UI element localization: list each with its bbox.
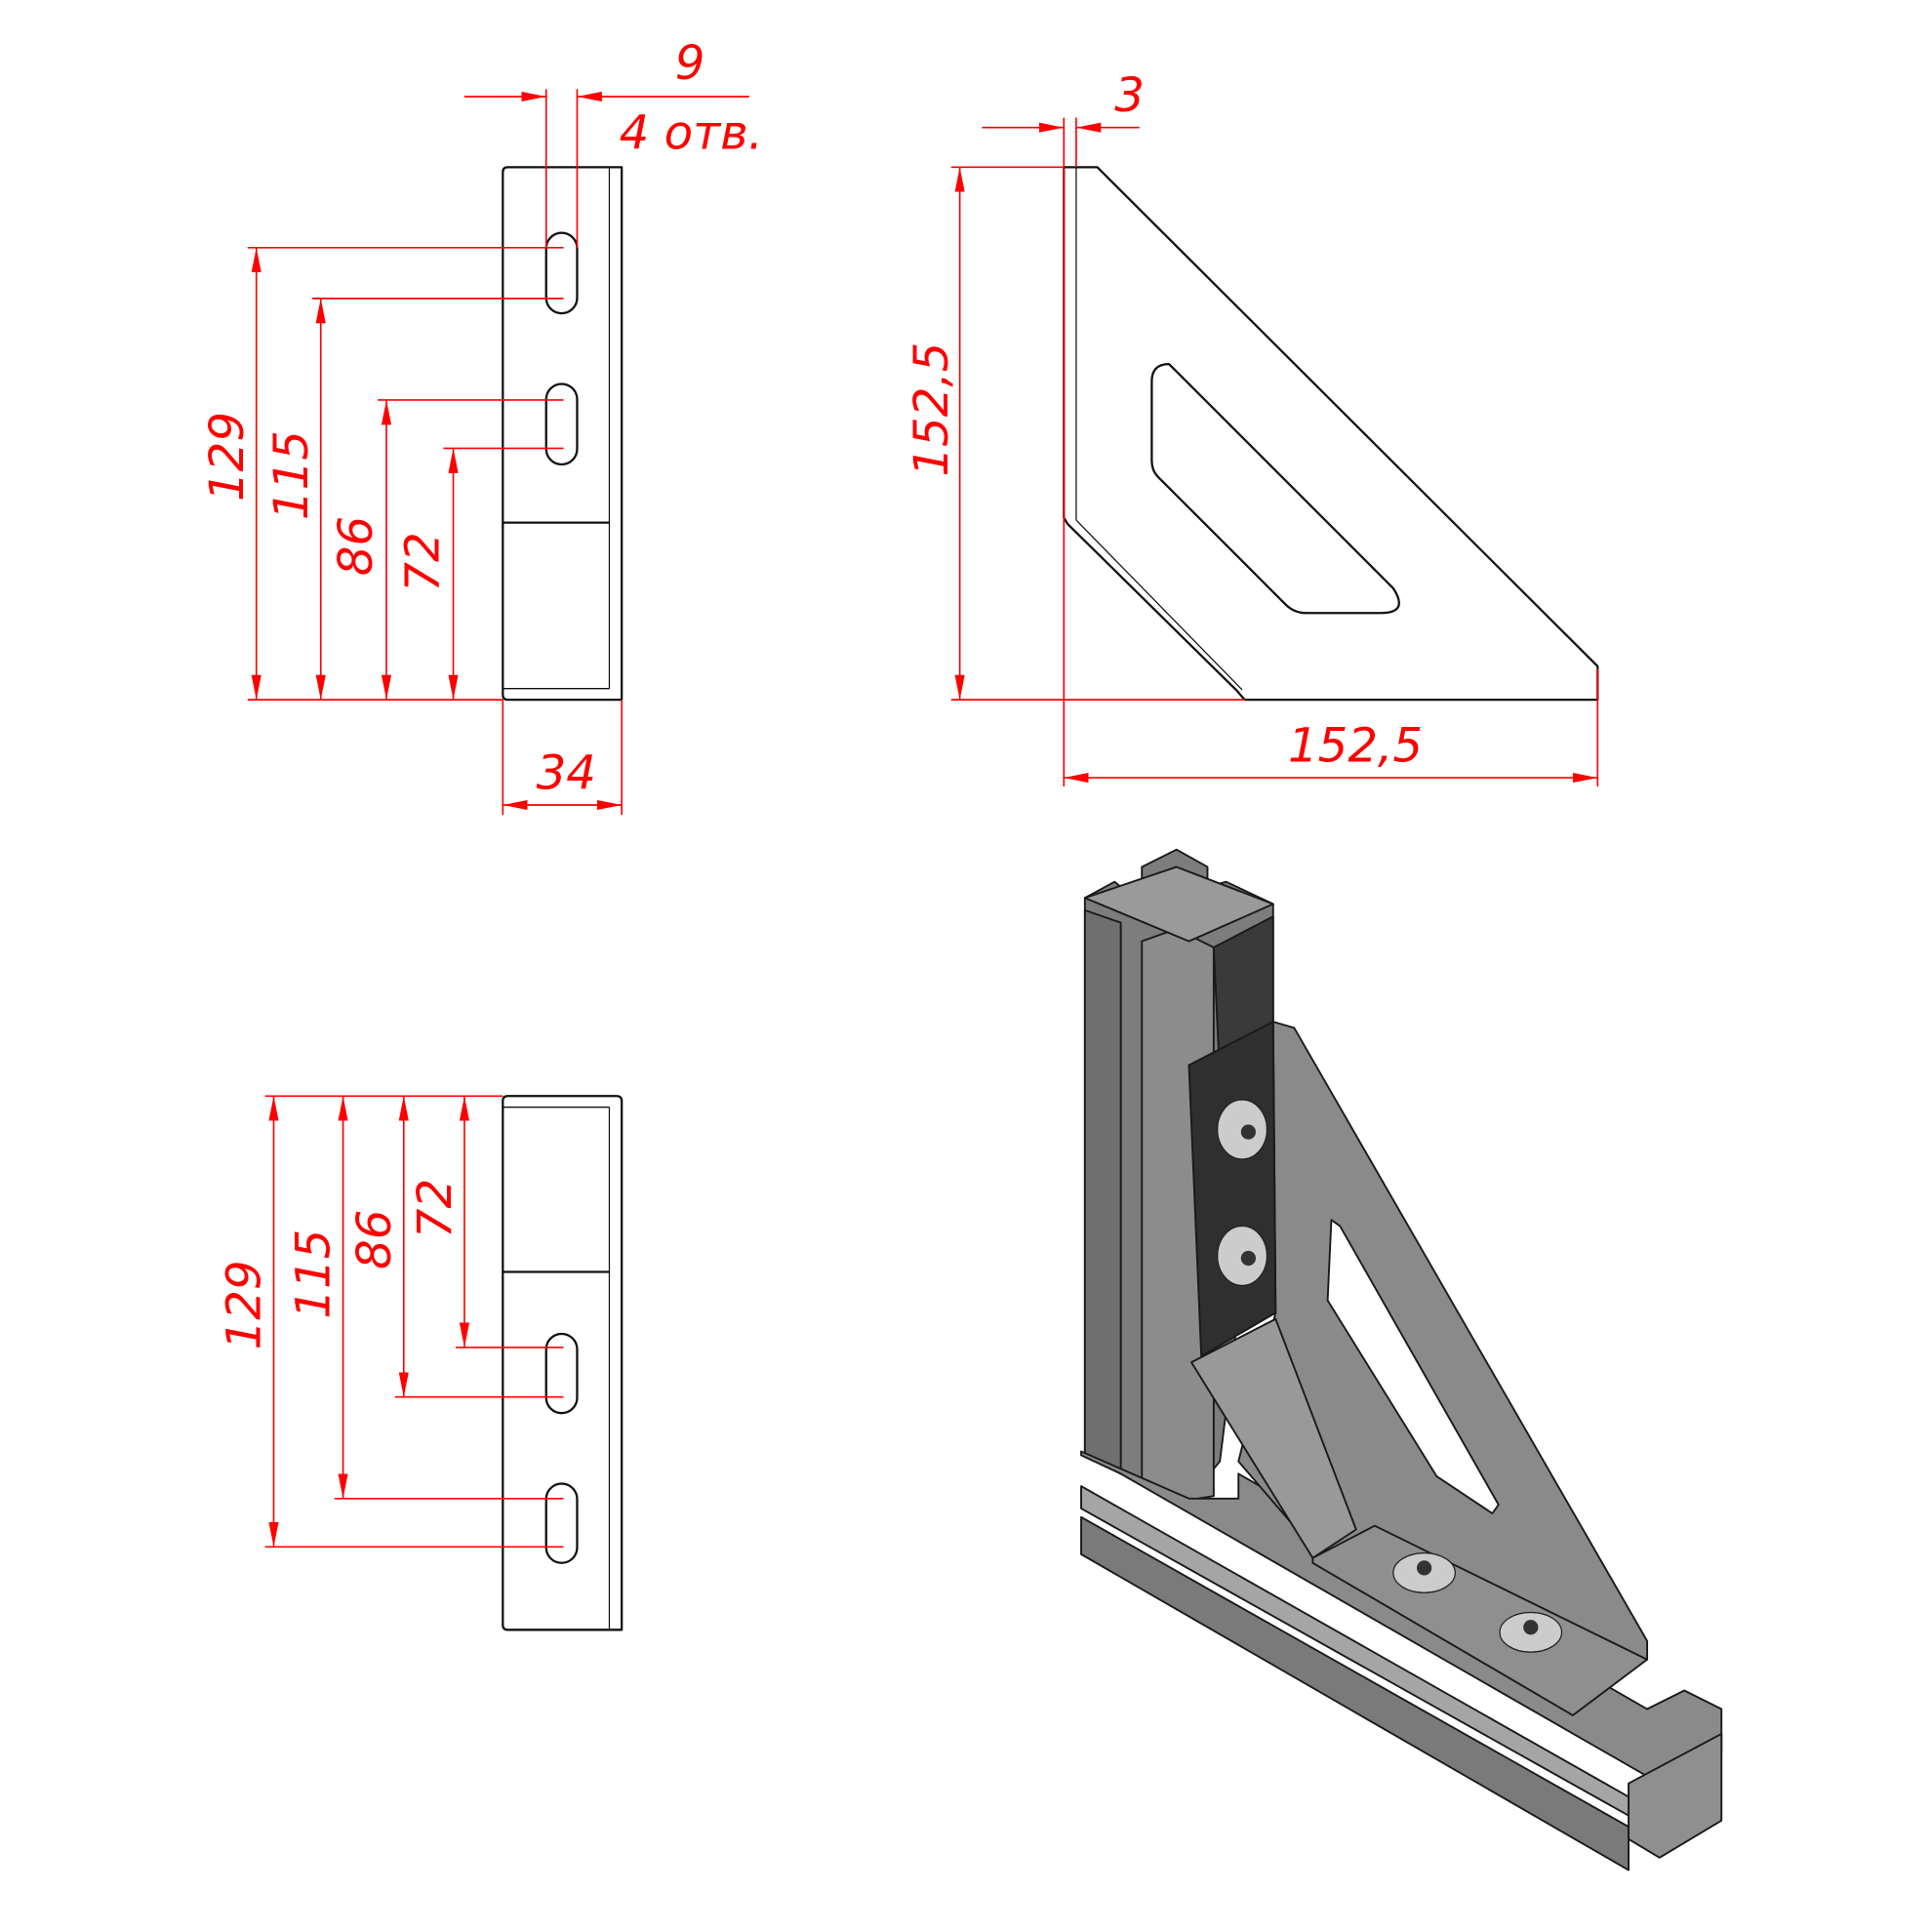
bracket-slot xyxy=(1326,1219,1500,1514)
dim-86: 86 xyxy=(347,1210,402,1269)
slot-hole xyxy=(544,1332,579,1415)
hole-width-label: 9 xyxy=(675,36,705,91)
dim-115: 115 xyxy=(287,1229,342,1319)
side-view-bottom: 129 115 86 72 xyxy=(218,1095,624,1631)
screw-icon xyxy=(1499,1611,1563,1653)
isometric-render xyxy=(1080,848,1723,1872)
screw-icon xyxy=(1217,1099,1268,1160)
side-view-top: 9 4 отв. 129 115 86 72 34 xyxy=(200,36,763,816)
dimension-lines xyxy=(264,1095,564,1549)
dim-129: 129 xyxy=(218,1260,272,1349)
screw-icon xyxy=(1217,1225,1268,1287)
dim-72: 72 xyxy=(395,532,450,591)
slot-hole xyxy=(544,231,579,315)
hole-note-label: 4 отв. xyxy=(620,105,763,160)
dimension-lines xyxy=(950,117,1599,786)
slot-hole xyxy=(544,382,579,466)
thickness-label: 3 xyxy=(1114,68,1145,123)
dim-34: 34 xyxy=(537,746,596,801)
dim-115: 115 xyxy=(264,430,319,520)
screw-icon xyxy=(1392,1551,1456,1593)
height-label: 152,5 xyxy=(905,342,959,477)
front-view: 3 152,5 152,5 xyxy=(905,68,1599,786)
slot-hole xyxy=(1150,363,1400,615)
dim-72: 72 xyxy=(408,1179,463,1238)
dim-129: 129 xyxy=(200,412,255,502)
width-label: 152,5 xyxy=(1288,719,1423,774)
dim-86: 86 xyxy=(329,516,383,576)
dimension-lines xyxy=(247,89,749,816)
slot-hole xyxy=(544,1482,579,1564)
